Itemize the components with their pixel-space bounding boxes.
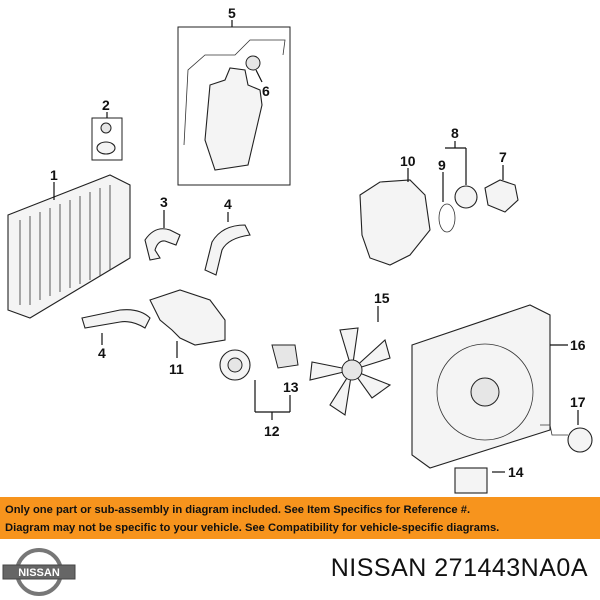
disclaimer-line-1: Only one part or sub-assembly in diagram…	[5, 504, 471, 516]
thermostat-8	[454, 185, 478, 209]
callout-11: 11	[169, 361, 184, 377]
callout-17: 17	[570, 394, 586, 410]
callout-10: 10	[400, 153, 416, 169]
reservoir-tank	[204, 67, 263, 171]
fan-resistor	[454, 467, 488, 494]
callout-5: 5	[228, 5, 236, 21]
callout-13: 13	[283, 379, 299, 395]
callout-4-upper: 4	[224, 196, 232, 212]
callout-16: 16	[570, 337, 586, 353]
water-outlet-10	[359, 179, 431, 266]
fan-motor	[567, 427, 593, 453]
callout-7: 7	[499, 149, 507, 165]
footer: NISSAN NISSAN 271443NA0A	[0, 540, 600, 600]
reservoir-cap	[245, 55, 261, 71]
callout-15: 15	[374, 290, 390, 306]
parts-diagram: 1 2 3 4 4 5 6 7 8 9 10 11 12 13 14 15 16…	[7, 5, 593, 494]
part-number-label: NISSAN 271443NA0A	[330, 554, 588, 582]
callout-3: 3	[160, 194, 168, 210]
callout-14: 14	[508, 464, 524, 480]
fan-motor-wire	[540, 424, 568, 436]
callout-12: 12	[264, 423, 280, 439]
nissan-logo: NISSAN	[2, 548, 76, 596]
hose-3	[144, 228, 181, 261]
gasket-9	[438, 203, 456, 233]
reservoir-group-box	[177, 26, 291, 186]
callout-9: 9	[438, 157, 446, 173]
disclaimer-banner: Only one part or sub-assembly in diagram…	[0, 497, 600, 539]
callout-6: 6	[262, 83, 270, 99]
nissan-logo-text: NISSAN	[18, 567, 60, 579]
callout-2: 2	[102, 97, 110, 113]
hose-4-lower	[81, 309, 151, 329]
outlet-7	[484, 179, 519, 213]
callout-1: 1	[50, 167, 58, 183]
callout-4-lower: 4	[98, 345, 106, 361]
gasket-13	[271, 344, 299, 369]
radiator	[7, 174, 131, 319]
radiator-cap	[100, 122, 112, 134]
fan-15	[309, 327, 392, 416]
disclaimer-line-2: Diagram may not be specific to your vehi…	[5, 522, 500, 534]
hose-4-upper	[204, 224, 251, 276]
callout-8: 8	[451, 125, 459, 141]
reservoir-hose	[183, 39, 286, 146]
thermostat-housing	[149, 289, 226, 346]
